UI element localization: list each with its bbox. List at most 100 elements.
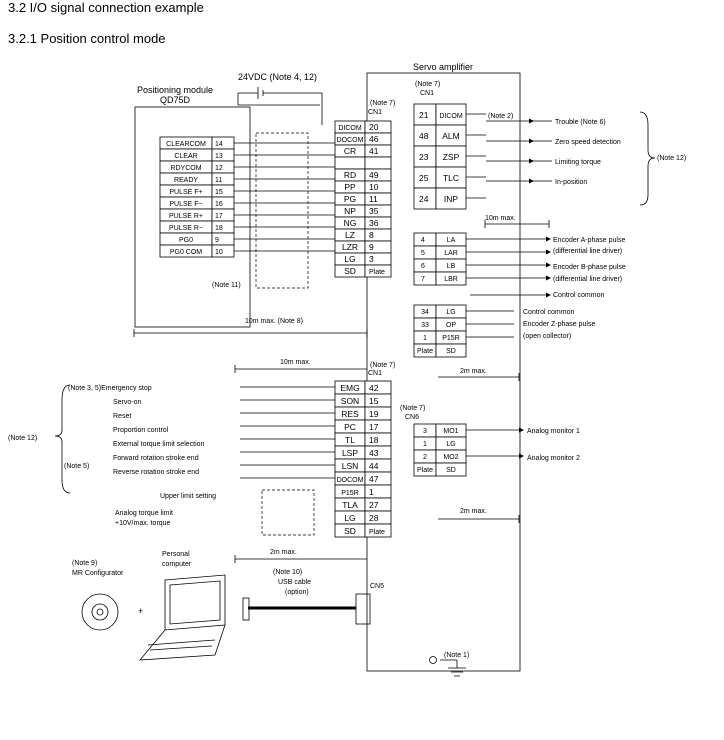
cn1-mid-pin-name: LBR — [444, 276, 458, 283]
dist-2m-label-b: 2m max. — [460, 508, 487, 515]
input-pin-number: 19 — [369, 409, 379, 419]
cn1-right-pin-name: TLC — [443, 173, 459, 183]
cn6-pin-number: Plate — [417, 467, 433, 474]
qd75d-label: QD75D — [160, 95, 191, 105]
cn5-connector — [355, 593, 371, 625]
cn1-right-pin-number: 25 — [419, 173, 429, 183]
cn1-mid-pin-number: 4 — [421, 237, 425, 244]
cn1-left-pin-name: NP — [344, 206, 356, 216]
input-pin-name: LSP — [342, 448, 358, 458]
upper-limit-label: Upper limit setting — [160, 493, 216, 500]
note7-label-cn1-right: (Note 7) — [415, 81, 440, 88]
cn6-pin-name: LG — [446, 441, 455, 448]
note7-label-cn6: (Note 7) — [400, 405, 425, 412]
cn6-pin-number: 3 — [423, 428, 427, 435]
ground-icon — [429, 656, 466, 677]
analog-monitor-2-label: Analog monitor 2 — [527, 455, 580, 462]
input-signal-label: External torque limit selection — [113, 441, 205, 448]
input-signal-label: Proportion control — [113, 427, 169, 434]
input-pin-name: P15R — [341, 490, 359, 497]
cn1-low-name-cell — [435, 343, 467, 358]
qd75-pin-number: 9 — [215, 237, 219, 244]
servo-amplifier-label: Servo amplifier — [413, 62, 473, 72]
encoder-label: Control common — [553, 292, 604, 299]
cn1-left-pin-number: 3 — [369, 254, 374, 264]
cn1-low-pin-number: Plate — [417, 348, 433, 355]
input-pin-number: 1 — [369, 487, 374, 497]
dist-arrow-2m-c — [234, 555, 367, 563]
encoder-z-label: Control common — [523, 309, 574, 316]
dist-2m-label-c: 2m max. — [270, 549, 297, 556]
cn1-left-pin-name: PG — [344, 194, 356, 204]
cn1-left-name-cell — [334, 156, 366, 170]
input-pin-name: PC — [344, 422, 356, 432]
cd-rom-icon — [81, 593, 119, 631]
cn1-low-pin-number: 34 — [421, 309, 429, 316]
encoder-label: (differential line driver) — [553, 248, 622, 255]
cn1-left-pin-name: CR — [344, 146, 356, 156]
input-pin-name: EMG — [340, 383, 359, 393]
cn1-right-pin-number: 23 — [419, 152, 429, 162]
cn1-right-name-cell — [435, 187, 467, 210]
input-signal-label: (Note 3, 5)Emergency stop — [68, 385, 152, 392]
cn1-right-pin-number: 21 — [419, 110, 429, 120]
qd75-pin-number: 16 — [215, 201, 223, 208]
cn1-left-pin-name: DOCOM — [337, 137, 364, 144]
cn1-left-pin-number: 36 — [369, 218, 379, 228]
cn1-mid-num-cell — [413, 245, 437, 260]
input-pin-name: RES — [341, 409, 359, 419]
cn6-pin-name: MO1 — [443, 428, 458, 435]
input-pin-number: 44 — [369, 461, 379, 471]
cn1-mid-pin-number: 6 — [421, 263, 425, 270]
input-pin-name: DOCOM — [337, 477, 364, 484]
cn1-mid-pin-number: 7 — [421, 276, 425, 283]
input-pin-number: 17 — [369, 422, 379, 432]
output-signal-label: In-position — [555, 179, 587, 186]
cn1-mid-num-cell — [413, 258, 437, 273]
cn5-label: CN5 — [370, 583, 384, 590]
encoder-arrow — [546, 275, 551, 281]
qd75-pin-name: PULSE R+ — [169, 213, 203, 220]
diode-arrow — [529, 158, 534, 164]
cn1-left-pin-number: 10 — [369, 182, 379, 192]
servo-amplifier-body — [366, 72, 521, 672]
input-num-cell — [364, 523, 392, 538]
qd75-pin-name: CLEAR — [174, 153, 197, 160]
analog-torque-label: Analog torque limit — [115, 510, 173, 517]
cn1-left-num-cell — [364, 156, 392, 170]
cn1-mid-num-cell — [413, 271, 437, 286]
cn1-right-pin-number: 48 — [419, 131, 429, 141]
input-pin-number: 43 — [369, 448, 379, 458]
cn1-mid-pin-name: LA — [447, 237, 456, 244]
cn6-pin-name: SD — [446, 467, 456, 474]
output-signal-label: Trouble (Note 6) — [555, 119, 606, 126]
personal-computer-icon — [139, 574, 226, 661]
input-pin-name: TL — [345, 435, 355, 445]
input-pin-name: LG — [344, 513, 355, 523]
positioning-module-label: Positioning module — [137, 85, 213, 95]
input-pin-number: 18 — [369, 435, 379, 445]
cn1-right-pin-number: 24 — [419, 194, 429, 204]
note2-label: (Note 2) — [488, 113, 513, 120]
cn1-mid-pin-name: LB — [447, 263, 456, 270]
usb-plug — [242, 597, 250, 621]
pc-label-2: computer — [162, 561, 192, 568]
input-pin-name: TLA — [342, 500, 358, 510]
qd75-pin-name: PULSE R− — [169, 225, 203, 232]
encoder-arrow — [546, 249, 551, 255]
cn1-low-pin-name: OP — [446, 322, 456, 329]
cn1-label-left: CN1 — [368, 109, 382, 116]
usb-cable-label: USB cable — [278, 579, 311, 586]
cn1-mid-pin-number: 5 — [421, 250, 425, 257]
cn6-pin-number: 2 — [423, 454, 427, 461]
brace-note12-left — [54, 384, 71, 494]
cn1-left-pin-number: 8 — [369, 230, 374, 240]
qd75-pin-number: 15 — [215, 189, 223, 196]
input-signal-label: Reset — [113, 413, 131, 420]
cn1-left-pin-number: Plate — [369, 269, 385, 276]
subsection-title: 3.2.1 Position control mode — [8, 31, 166, 46]
cn1-left-pin-name: LZR — [342, 242, 358, 252]
diode-arrow — [529, 178, 534, 184]
dist-10m-label-a: 10m max. — [485, 215, 516, 222]
